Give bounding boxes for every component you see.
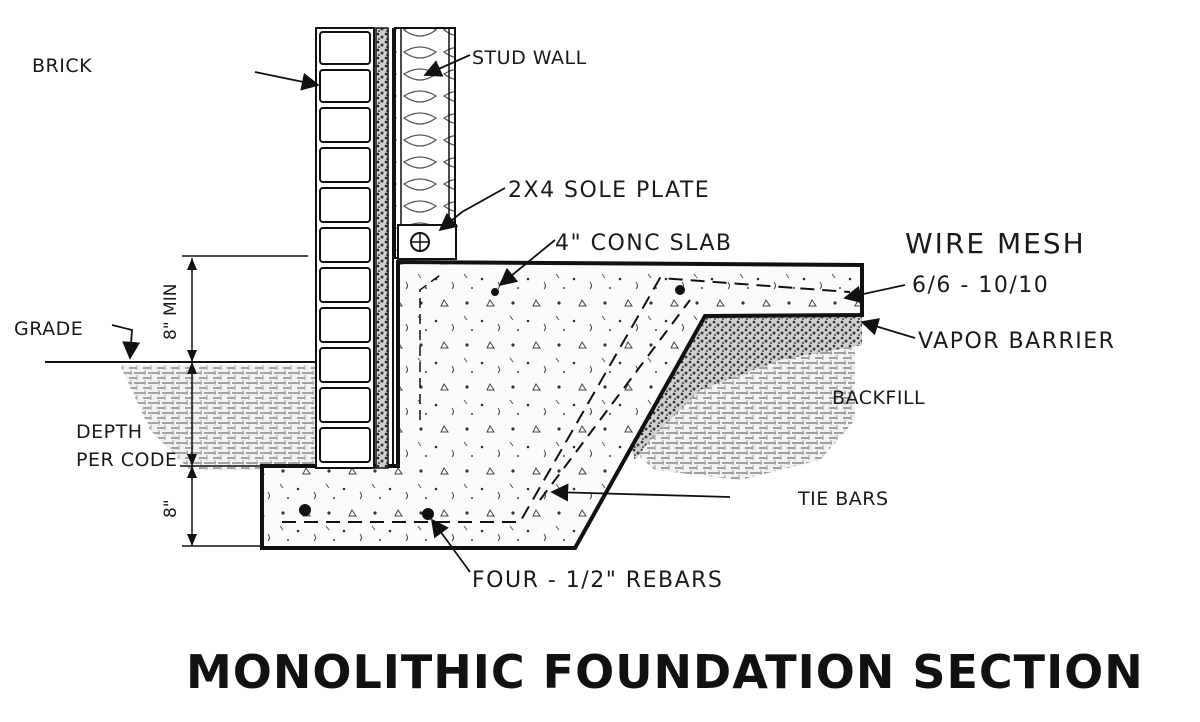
label-depth-line2: PER CODE (76, 449, 178, 471)
label-depth-line1: DEPTH (76, 421, 143, 443)
sheathing (375, 27, 394, 469)
diagram-title: MONOLITHIC FOUNDATION SECTION (186, 645, 1144, 699)
label-vapor-barrier: VAPOR BARRIER (918, 329, 1115, 354)
dimension-upper: 8" MIN (161, 284, 181, 340)
label-sole-plate: 2X4 SOLE PLATE (508, 178, 710, 203)
leader-lines (111, 54, 916, 573)
label-conc-slab: 4" CONC SLAB (555, 231, 732, 256)
label-stud-wall: STUD WALL (472, 47, 587, 69)
sole-plate (397, 224, 457, 260)
dimension-lines (180, 255, 308, 547)
label-brick: BRICK (32, 55, 92, 77)
label-tie-bars: TIE BARS (797, 488, 889, 510)
label-rebars: FOUR - 1/2" REBARS (472, 568, 723, 593)
label-grade: GRADE (14, 318, 83, 340)
stud-wall (394, 27, 456, 259)
grade-soil (45, 361, 318, 470)
label-wire-mesh-spec: 6/6 - 10/10 (912, 273, 1049, 298)
dimension-lower: 8" (161, 499, 181, 518)
label-wire-mesh: WIRE MESH (905, 227, 1086, 260)
label-backfill: BACKFILL (832, 387, 925, 409)
brick-wall (315, 27, 375, 469)
rebars (299, 285, 685, 520)
